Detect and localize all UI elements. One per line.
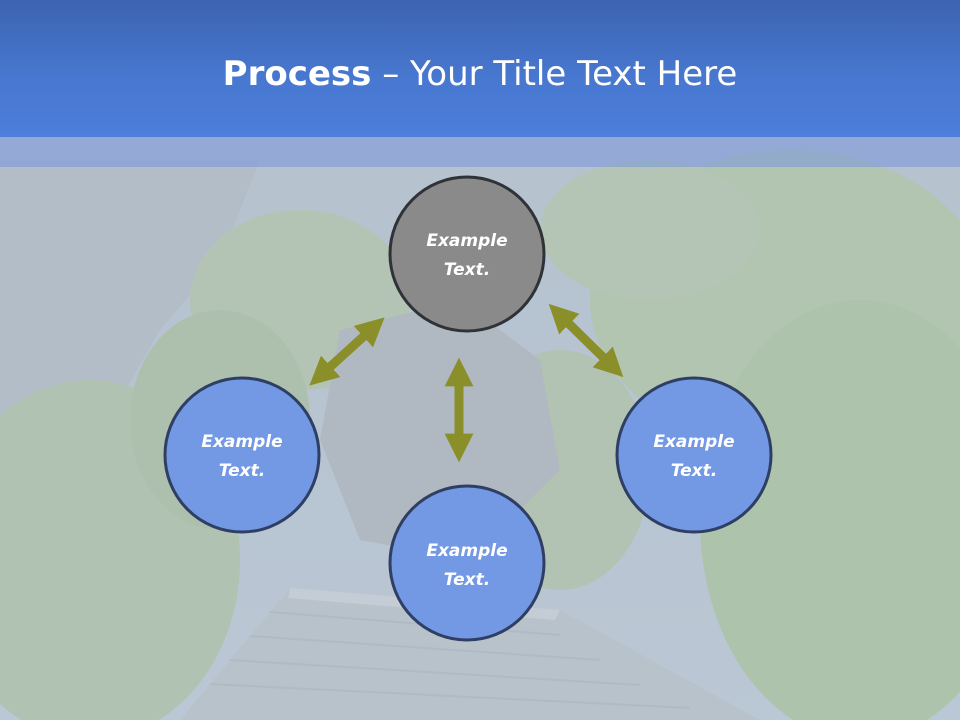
node-left-line1: Example [201, 432, 282, 452]
node-top: Example Text. [388, 175, 546, 333]
slide-title: Process – Your Title Text Here [0, 52, 960, 96]
node-right-line1: Example [653, 432, 734, 452]
node-top-line1: Example [426, 231, 507, 251]
node-right: Example Text. [615, 376, 773, 534]
node-bottom-line1: Example [426, 541, 507, 561]
arrow-top-to-right [548, 303, 624, 378]
node-left: Example Text. [163, 376, 321, 534]
arrow-top-to-left [309, 317, 385, 386]
node-top-line2: Text. [444, 260, 490, 280]
title-dash: – [371, 54, 411, 94]
node-bottom: Example Text. [388, 484, 546, 642]
title-rest: Your Title Text Here [410, 54, 738, 94]
node-left-line2: Text. [219, 461, 265, 481]
node-bottom-line2: Text. [444, 570, 490, 590]
title-bar-strip [0, 137, 960, 167]
title-bar [0, 0, 960, 137]
node-right-line2: Text. [671, 461, 717, 481]
title-bold-part: Process [222, 54, 372, 94]
